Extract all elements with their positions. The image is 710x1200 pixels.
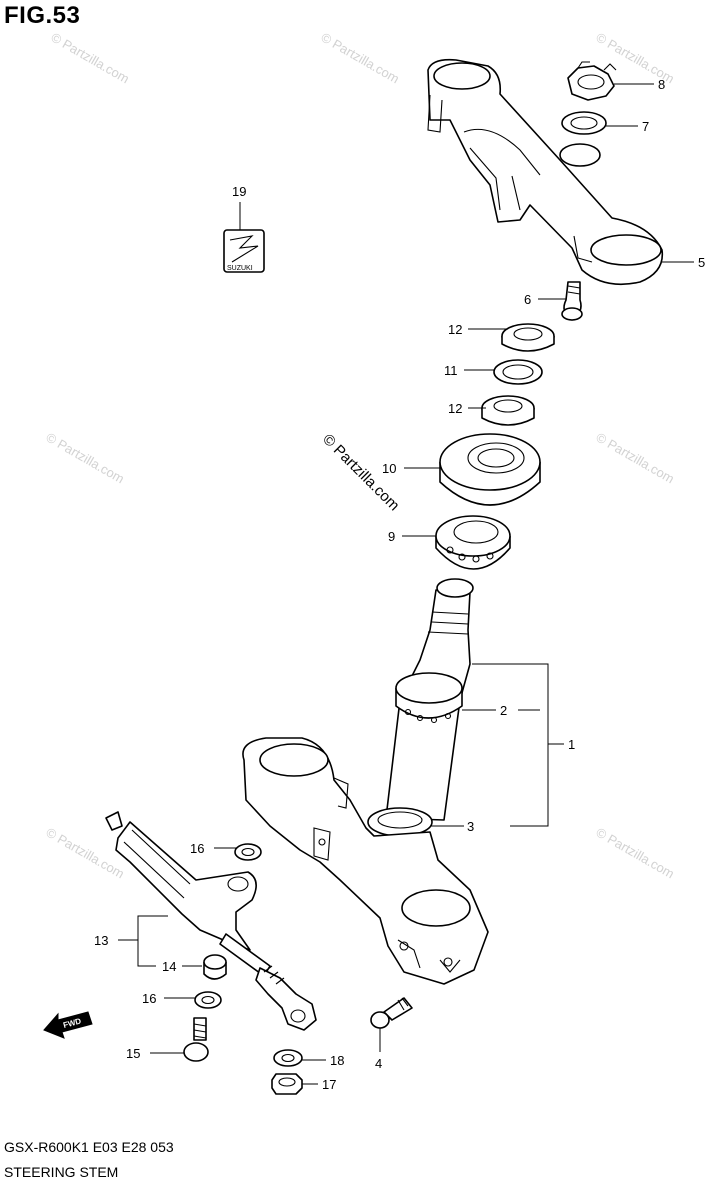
washer-18 — [273, 1049, 303, 1067]
steering-stem-shaft — [385, 578, 474, 821]
forward-arrow-icon: FWD — [43, 1011, 93, 1039]
callout-5: 5 — [698, 255, 705, 270]
watermark: © Partzilla.com — [594, 825, 677, 882]
callout-14: 14 — [162, 959, 176, 974]
watermark: © Partzilla.com — [319, 30, 402, 87]
callout-4: 4 — [375, 1056, 382, 1071]
bushing-14 — [203, 954, 227, 980]
callout-17: 17 — [322, 1077, 336, 1092]
lock-nut-12-upper — [501, 323, 555, 352]
watermark: © Partzilla.com — [49, 30, 132, 87]
callout-10: 10 — [382, 461, 396, 476]
lock-nut-12-lower — [481, 395, 535, 426]
washer-16-lower — [194, 991, 222, 1009]
bearing-9 — [435, 515, 511, 570]
callout-7: 7 — [642, 119, 649, 134]
dust-seal-10 — [439, 433, 541, 506]
washer-11 — [493, 359, 543, 385]
watermark: © Partzilla.com — [594, 430, 677, 487]
nut-17 — [271, 1073, 303, 1095]
suzuki-emblem-19: SUZUKI — [223, 229, 265, 273]
washer-16-upper — [234, 843, 262, 861]
callout-9: 9 — [388, 529, 395, 544]
leader-lines — [118, 83, 694, 1085]
callout-3: 3 — [467, 819, 474, 834]
figure-title: FIG.53 — [4, 2, 81, 29]
pinch-bolt-4 — [370, 997, 413, 1029]
callout-12-lower: 12 — [448, 401, 462, 416]
callout-8: 8 — [658, 77, 665, 92]
callout-12-upper: 12 — [448, 322, 462, 337]
diagram-caption: STEERING STEM — [4, 1164, 119, 1180]
callout-15: 15 — [126, 1046, 140, 1061]
pinch-bolt-6 — [561, 281, 583, 321]
badge-brand-text: SUZUKI — [227, 265, 253, 272]
callout-labels: 1 2 3 4 5 6 7 8 9 10 11 12 12 13 14 15 1… — [94, 77, 705, 1092]
callout-11: 11 — [444, 363, 458, 378]
diagram-code: GSX-R600K1 E03 E28 053 — [4, 1139, 174, 1155]
bolt-15 — [183, 1017, 209, 1062]
callout-18: 18 — [330, 1053, 344, 1068]
lower-bracket — [242, 737, 489, 985]
callout-19: 19 — [232, 184, 246, 199]
watermark: © Partzilla.com — [44, 430, 127, 487]
callout-16-lower: 16 — [142, 991, 156, 1006]
callout-6: 6 — [524, 292, 531, 307]
callout-2: 2 — [500, 703, 507, 718]
upper-bracket — [427, 58, 664, 286]
callout-16-upper: 16 — [190, 841, 204, 856]
stem-nut — [567, 61, 617, 101]
steering-damper-13 — [105, 811, 317, 1031]
watermark: © Partzilla.com — [44, 825, 127, 882]
callout-1: 1 — [568, 737, 575, 752]
washer-7 — [561, 111, 607, 135]
callout-13: 13 — [94, 933, 108, 948]
